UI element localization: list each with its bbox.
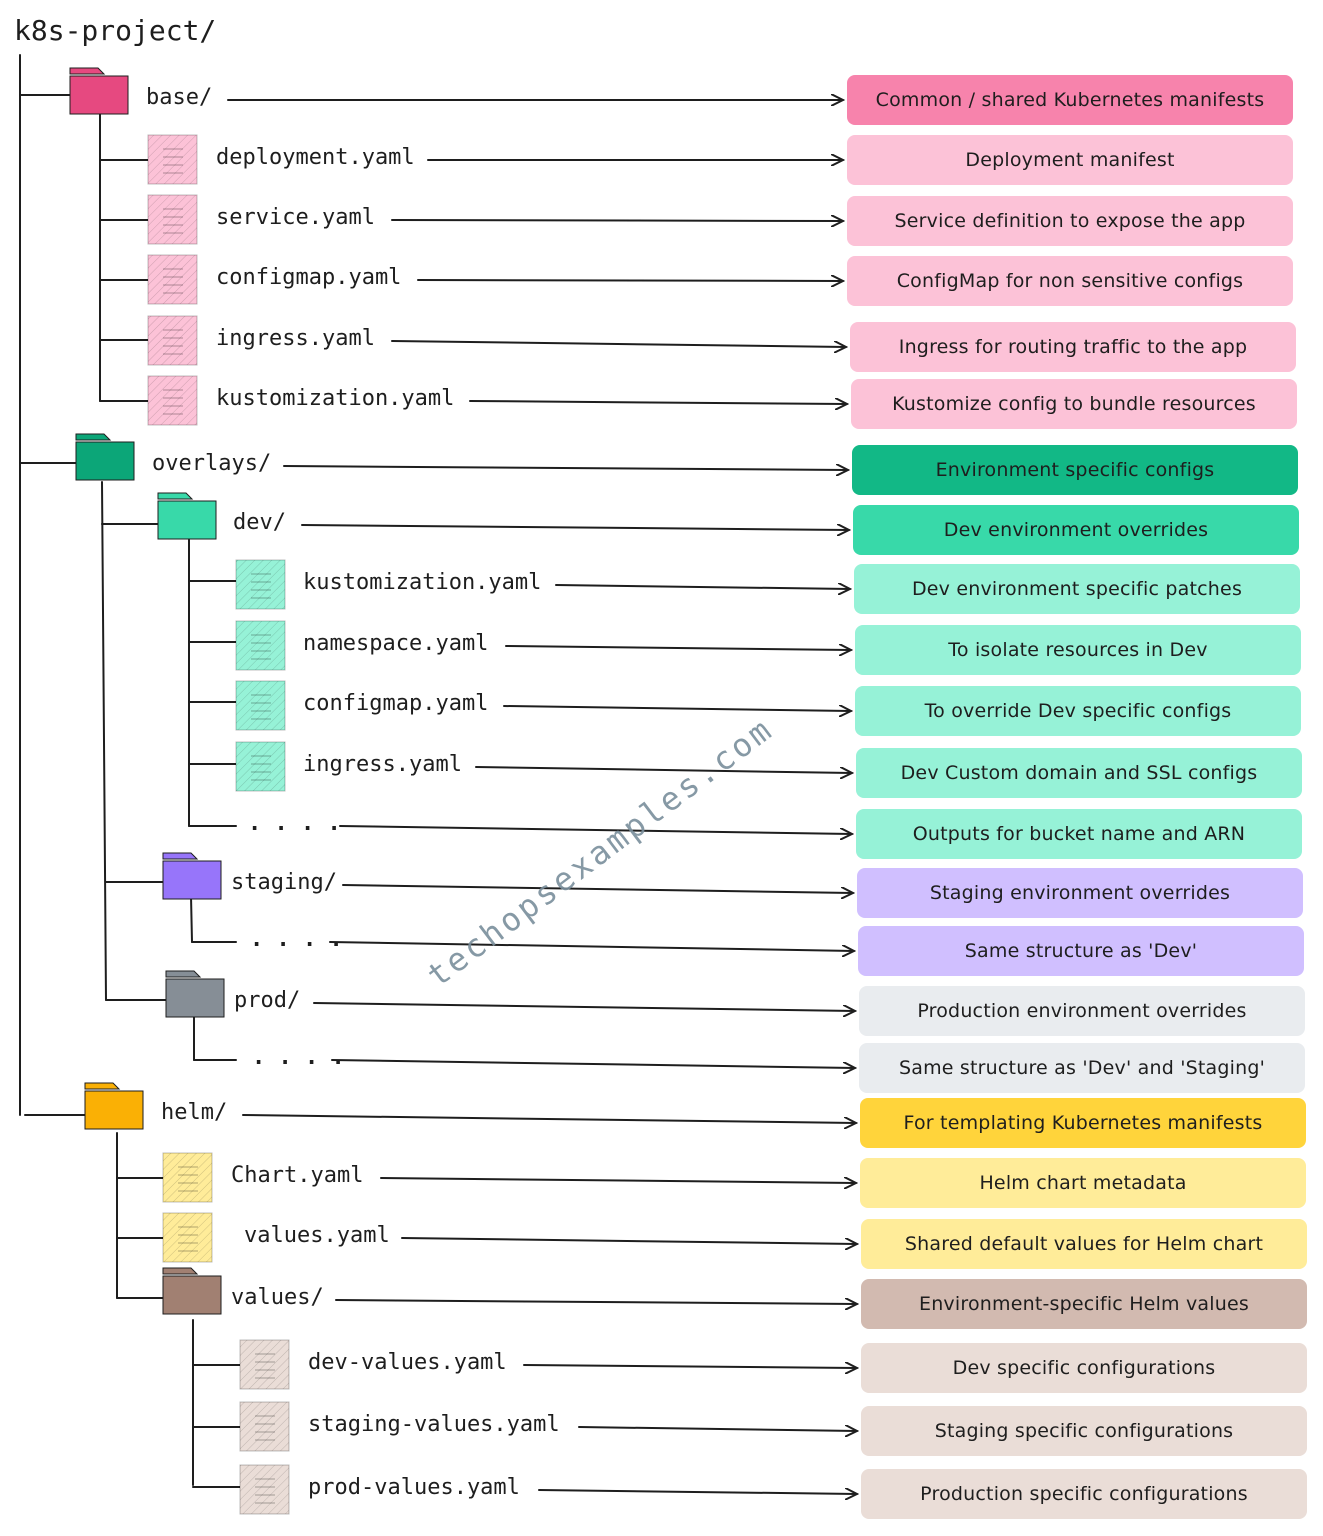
ellipsis-label: . . . . xyxy=(252,1045,345,1070)
file-label: prod-values.yaml xyxy=(308,1475,520,1500)
description-note: Service definition to expose the app xyxy=(847,196,1293,246)
folder-icon xyxy=(84,1082,144,1130)
arrow-connector xyxy=(401,1237,857,1244)
file-label: kustomization.yaml xyxy=(303,570,542,595)
folder-label: staging/ xyxy=(231,870,337,895)
description-note: ConfigMap for non sensitive configs xyxy=(847,256,1293,306)
tree-branch-line xyxy=(101,481,107,1001)
arrow-connector xyxy=(242,1114,856,1123)
arrow-connector xyxy=(538,1490,857,1494)
arrow-connector xyxy=(331,1059,855,1068)
arrow-connector xyxy=(469,401,847,404)
arrow-connector xyxy=(391,220,843,221)
description-note: Kustomize config to bundle resources xyxy=(851,379,1297,429)
description-note: Production specific configurations xyxy=(861,1469,1307,1519)
file-icon xyxy=(147,194,198,245)
tree-branch-line xyxy=(190,895,193,943)
file-label: service.yaml xyxy=(216,205,375,230)
arrow-connector xyxy=(475,766,852,773)
file-label: configmap.yaml xyxy=(216,265,402,290)
file-label: namespace.yaml xyxy=(303,631,489,656)
ellipsis-label: . . . . xyxy=(250,927,343,952)
folder-label: values/ xyxy=(231,1285,324,1310)
file-icon xyxy=(147,375,198,426)
file-label: Chart.yaml xyxy=(231,1163,364,1188)
description-note: Environment specific configs xyxy=(852,445,1298,495)
description-note: Helm chart metadata xyxy=(860,1158,1306,1208)
file-icon xyxy=(162,1212,213,1263)
description-note: Dev Custom domain and SSL configs xyxy=(856,748,1302,798)
description-note: To override Dev specific configs xyxy=(855,686,1301,736)
folder-icon xyxy=(165,970,225,1018)
file-label: ingress.yaml xyxy=(303,752,462,777)
arrow-connector xyxy=(342,884,853,893)
file-label: staging-values.yaml xyxy=(308,1412,560,1437)
file-label: configmap.yaml xyxy=(303,691,489,716)
file-label: ingress.yaml xyxy=(216,326,375,351)
folder-label: base/ xyxy=(146,85,213,110)
description-note: For templating Kubernetes manifests xyxy=(860,1098,1306,1148)
description-note: Outputs for bucket name and ARN xyxy=(856,809,1302,859)
arrow-connector xyxy=(329,941,854,951)
description-note: Production environment overrides xyxy=(859,986,1305,1036)
arrow-connector xyxy=(578,1427,857,1431)
file-icon xyxy=(147,254,198,305)
folder-icon xyxy=(162,852,222,900)
description-note: To isolate resources in Dev xyxy=(855,625,1301,675)
arrow-connector xyxy=(335,1300,857,1304)
description-note: Environment-specific Helm values xyxy=(861,1279,1307,1329)
arrow-connector xyxy=(301,525,849,530)
root-folder-label: k8s-project/ xyxy=(14,14,217,47)
description-note: Dev specific configurations xyxy=(861,1343,1307,1393)
description-note: Same structure as 'Dev' xyxy=(858,926,1304,976)
arrow-connector xyxy=(391,340,846,347)
file-icon xyxy=(162,1152,213,1203)
folder-label: dev/ xyxy=(233,510,286,535)
file-icon xyxy=(239,1401,290,1452)
file-icon xyxy=(239,1339,290,1390)
file-icon xyxy=(239,1464,290,1515)
description-note: Ingress for routing traffic to the app xyxy=(850,322,1296,372)
file-label: deployment.yaml xyxy=(216,145,415,170)
arrow-connector xyxy=(283,466,848,470)
description-note: Deployment manifest xyxy=(847,135,1293,185)
description-note: Common / shared Kubernetes manifests xyxy=(847,75,1293,125)
folder-icon xyxy=(157,492,217,540)
arrow-connector xyxy=(339,825,852,834)
description-note: Dev environment specific patches xyxy=(854,564,1300,614)
arrow-connector xyxy=(503,706,851,711)
description-note: Shared default values for Helm chart xyxy=(861,1219,1307,1269)
file-icon xyxy=(147,315,198,366)
description-note: Staging environment overrides xyxy=(857,868,1303,918)
file-icon xyxy=(235,741,286,792)
description-note: Same structure as 'Dev' and 'Staging' xyxy=(859,1043,1305,1093)
arrow-connector xyxy=(417,280,843,281)
file-label: dev-values.yaml xyxy=(308,1350,507,1375)
file-icon xyxy=(235,620,286,671)
arrow-connector xyxy=(313,1002,855,1011)
folder-icon xyxy=(75,433,135,481)
folder-label: helm/ xyxy=(161,1100,228,1125)
file-label: kustomization.yaml xyxy=(216,386,455,411)
arrow-connector xyxy=(523,1365,857,1368)
folder-label: overlays/ xyxy=(152,451,272,476)
description-note: Dev environment overrides xyxy=(853,505,1299,555)
arrow-connector xyxy=(380,1178,856,1183)
ellipsis-label: . . . . xyxy=(248,811,341,836)
file-label: values.yaml xyxy=(244,1223,390,1248)
folder-icon xyxy=(69,67,129,115)
arrow-connector xyxy=(555,585,850,589)
file-icon xyxy=(235,559,286,610)
description-note: Staging specific configurations xyxy=(861,1406,1307,1456)
folder-icon xyxy=(162,1267,222,1315)
folder-label: prod/ xyxy=(234,988,301,1013)
file-icon xyxy=(235,680,286,731)
arrow-connector xyxy=(505,646,851,650)
file-icon xyxy=(147,134,198,185)
